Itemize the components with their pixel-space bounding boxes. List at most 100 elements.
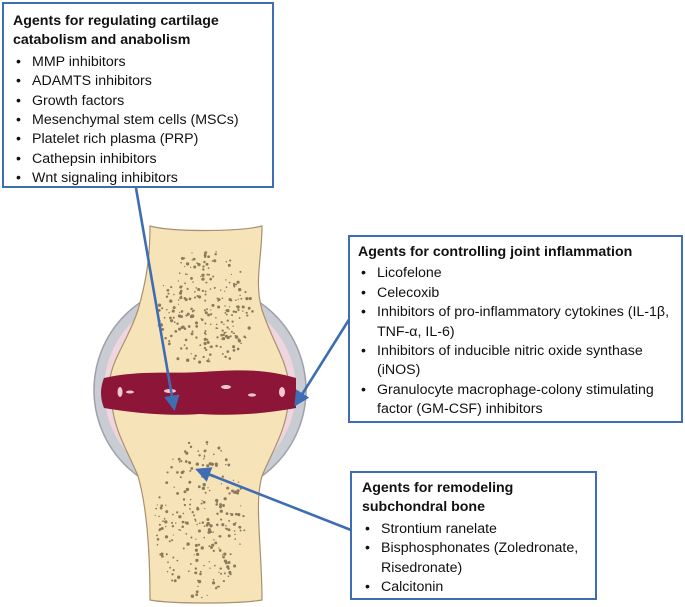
trabecular-speckle bbox=[221, 475, 224, 478]
trabecular-speckle bbox=[165, 482, 168, 485]
trabecular-speckle bbox=[204, 299, 207, 302]
trabecular-speckle bbox=[168, 339, 171, 343]
list-item: Cathepsin inhibitors bbox=[13, 150, 264, 170]
trabecular-speckle bbox=[233, 490, 237, 494]
trabecular-speckle bbox=[204, 251, 207, 255]
inflammation-agents-title: Agents for controlling joint inflammatio… bbox=[358, 244, 633, 260]
trabecular-speckle bbox=[182, 498, 186, 501]
trabecular-speckle bbox=[237, 512, 241, 517]
trabecular-speckle bbox=[189, 266, 192, 268]
trabecular-speckle bbox=[212, 549, 215, 553]
trabecular-speckle bbox=[226, 319, 229, 322]
trabecular-speckle bbox=[191, 511, 194, 514]
trabecular-speckle bbox=[209, 524, 213, 528]
trabecular-bone-texture bbox=[154, 251, 254, 599]
trabecular-speckle bbox=[168, 540, 171, 543]
trabecular-speckle bbox=[231, 489, 234, 493]
trabecular-speckle bbox=[166, 471, 169, 474]
trabecular-speckle bbox=[180, 310, 184, 313]
trabecular-speckle bbox=[229, 335, 232, 338]
trabecular-speckle bbox=[176, 511, 179, 514]
trabecular-speckle bbox=[176, 559, 179, 562]
trabecular-speckle bbox=[229, 572, 232, 576]
trabecular-speckle bbox=[184, 265, 186, 268]
trabecular-speckle bbox=[218, 534, 222, 538]
trabecular-speckle bbox=[214, 541, 218, 545]
trabecular-speckle bbox=[178, 327, 181, 331]
trabecular-speckle bbox=[172, 556, 175, 559]
trabecular-speckle bbox=[204, 290, 207, 293]
trabecular-speckle bbox=[232, 310, 236, 313]
trabecular-speckle bbox=[189, 503, 192, 506]
trabecular-speckle bbox=[216, 512, 219, 516]
trabecular-speckle bbox=[205, 348, 208, 352]
trabecular-speckle bbox=[201, 273, 205, 277]
trabecular-speckle bbox=[194, 354, 197, 357]
trabecular-speckle bbox=[209, 288, 212, 290]
arrow-bone bbox=[195, 467, 352, 532]
trabecular-speckle bbox=[195, 593, 199, 597]
trabecular-speckle bbox=[180, 295, 183, 298]
trabecular-speckle bbox=[202, 500, 206, 504]
trabecular-speckle bbox=[225, 527, 228, 531]
trabecular-speckle bbox=[195, 287, 198, 289]
trabecular-speckle bbox=[194, 321, 199, 325]
trabecular-speckle bbox=[179, 347, 183, 350]
trabecular-speckle bbox=[195, 462, 199, 466]
bone-agents-box: Agents for remodeling subchondral bone S… bbox=[350, 471, 597, 600]
trabecular-speckle bbox=[202, 268, 205, 271]
trabecular-speckle bbox=[156, 537, 160, 541]
trabecular-speckle bbox=[210, 546, 213, 549]
trabecular-speckle bbox=[203, 525, 206, 527]
trabecular-speckle bbox=[209, 567, 211, 569]
trabecular-speckle bbox=[209, 323, 212, 326]
trabecular-speckle bbox=[225, 524, 227, 527]
trabecular-speckle bbox=[181, 520, 185, 524]
trabecular-speckle bbox=[223, 323, 225, 325]
trabecular-speckle bbox=[177, 299, 180, 301]
trabecular-speckle bbox=[208, 360, 211, 363]
trabecular-speckle bbox=[171, 579, 174, 582]
trabecular-speckle bbox=[246, 314, 249, 316]
trabecular-speckle bbox=[176, 491, 180, 495]
trabecular-speckle bbox=[197, 579, 199, 582]
trabecular-speckle bbox=[181, 525, 184, 529]
trabecular-speckle bbox=[172, 513, 174, 516]
list-item: Celecoxib bbox=[358, 284, 675, 304]
trabecular-speckle bbox=[193, 265, 197, 269]
trabecular-speckle bbox=[238, 525, 242, 529]
cartilage-highlights bbox=[117, 385, 285, 397]
trabecular-speckle bbox=[247, 326, 251, 330]
trabecular-speckle bbox=[215, 323, 218, 326]
trabecular-speckle bbox=[169, 566, 172, 569]
trabecular-speckle bbox=[171, 521, 173, 524]
trabecular-speckle bbox=[217, 446, 221, 450]
inflammation-agents-box: Agents for controlling joint inflammatio… bbox=[348, 235, 683, 423]
trabecular-speckle bbox=[177, 303, 180, 305]
trabecular-speckle bbox=[179, 311, 181, 314]
trabecular-speckle bbox=[161, 552, 163, 554]
trabecular-speckle bbox=[177, 314, 182, 318]
trabecular-speckle bbox=[203, 341, 207, 346]
trabecular-speckle bbox=[232, 345, 236, 349]
list-item: Wnt signaling inhibitors bbox=[13, 169, 264, 189]
trabecular-speckle bbox=[187, 570, 190, 573]
trabecular-speckle bbox=[156, 543, 159, 546]
list-item: Inhibitors of pro-inflammatory cytokines… bbox=[358, 303, 675, 342]
trabecular-speckle bbox=[157, 309, 161, 312]
trabecular-speckle bbox=[233, 530, 236, 532]
trabecular-speckle bbox=[212, 453, 215, 456]
trabecular-speckle bbox=[214, 253, 217, 256]
trabecular-speckle bbox=[205, 449, 207, 451]
list-item: Platelet rich plasma (PRP) bbox=[13, 130, 264, 150]
list-item: Licofelone bbox=[358, 264, 675, 284]
trabecular-speckle bbox=[196, 262, 198, 264]
trabecular-speckle bbox=[244, 336, 247, 339]
upper-bone bbox=[109, 225, 289, 379]
cartilage-agents-box: Agents for regulating cartilage cataboli… bbox=[2, 2, 274, 189]
trabecular-speckle bbox=[218, 549, 222, 552]
trabecular-speckle bbox=[239, 270, 242, 273]
trabecular-speckle bbox=[221, 352, 224, 355]
trabecular-speckle bbox=[189, 498, 192, 501]
trabecular-speckle bbox=[225, 286, 228, 289]
